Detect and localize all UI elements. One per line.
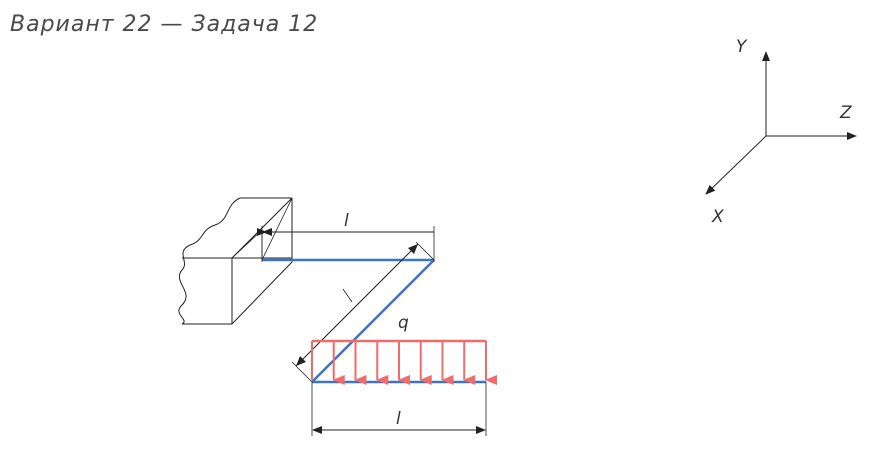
coordinate-axes: Y Z X bbox=[705, 37, 857, 227]
x-axis-label: X bbox=[711, 207, 724, 227]
x-axis bbox=[705, 135, 767, 195]
wall-support bbox=[178, 197, 293, 325]
distributed-load: q bbox=[311, 313, 497, 385]
beam-segment-diagonal bbox=[311, 259, 435, 383]
page-title: Вариант 22 — Задача 12 bbox=[10, 12, 319, 37]
dimension-top: l bbox=[257, 211, 435, 262]
z-axis-label: Z bbox=[839, 103, 852, 123]
dimension-bottom-label: l bbox=[396, 409, 401, 429]
load-label: q bbox=[398, 313, 409, 333]
y-axis-label: Y bbox=[736, 37, 748, 57]
dimension-top-label: l bbox=[344, 211, 349, 231]
dimension-diagonal bbox=[291, 241, 435, 383]
dimension-bottom: l bbox=[311, 382, 487, 436]
beam bbox=[262, 258, 486, 384]
